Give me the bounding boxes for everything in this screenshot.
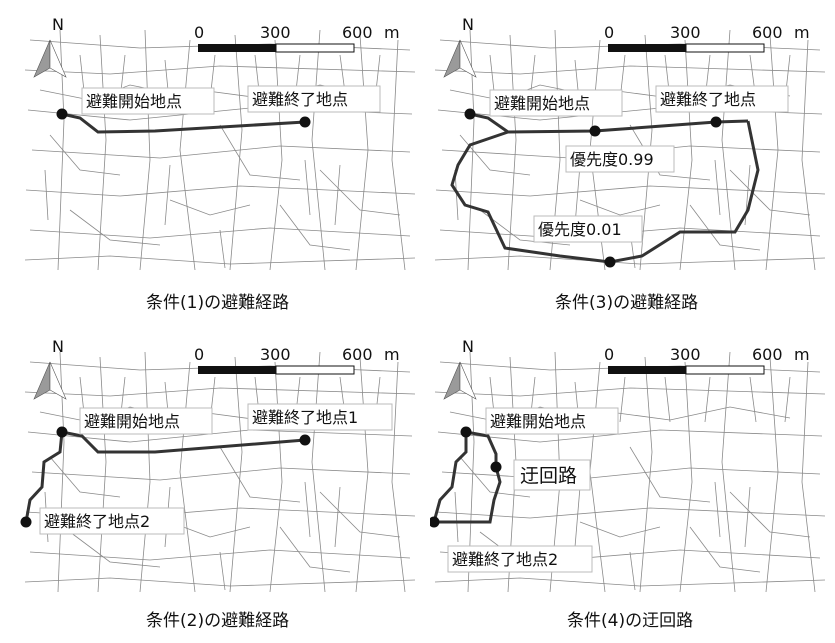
svg-text:600: 600 [752, 345, 783, 364]
svg-text:600: 600 [342, 345, 373, 364]
svg-text:m: m [794, 345, 810, 364]
scale-tick-300: 300 [260, 23, 291, 42]
map-panel-condition-3: N 0 300 600 m 避難開始地点 避難終了地点 優先度0.99 優先度0… [430, 0, 830, 300]
north-label: N [52, 15, 64, 34]
route-end-2 [24, 431, 64, 523]
svg-text:N: N [52, 337, 64, 356]
priority-low-label: 優先度0.01 [538, 220, 622, 239]
svg-text:0: 0 [604, 345, 614, 364]
map-panel-condition-1: N 0 300 600 m 避難開始地点 避難終了地点 [20, 0, 420, 300]
route-priority-high [469, 112, 749, 134]
scale-bar [197, 43, 355, 53]
caption-condition-2: 条件(2)の避難経路 [146, 611, 290, 631]
caption-condition-4: 条件(4)の迂回路 [567, 611, 694, 631]
start-label: 避難開始地点 [86, 92, 182, 111]
end-label: 避難終了地点 [252, 90, 348, 109]
scale-unit: m [384, 23, 400, 42]
map-panel-condition-2: N 0 300 600 m 避難開始地点 避難終了地点1 避難終了地点2 [20, 322, 420, 622]
route-end-1 [61, 430, 306, 454]
scale-tick-600: 600 [342, 23, 373, 42]
svg-text:0: 0 [194, 345, 204, 364]
svg-text:0: 0 [604, 23, 614, 42]
caption-condition-1: 条件(1)の避難経路 [146, 293, 290, 313]
route-priority-low [450, 120, 760, 264]
svg-text:m: m [384, 345, 400, 364]
start-label: 避難開始地点 [494, 94, 590, 113]
end-2-label: 避難終了地点2 [452, 550, 558, 569]
svg-text:N: N [462, 337, 474, 356]
start-label: 避難開始地点 [84, 412, 180, 431]
end-1-label: 避難終了地点1 [252, 408, 358, 427]
priority-high-label: 優先度0.99 [570, 150, 654, 169]
svg-text:m: m [794, 23, 810, 42]
svg-text:600: 600 [752, 23, 783, 42]
end-2-label: 避難終了地点2 [44, 512, 150, 531]
start-point [56, 108, 68, 120]
evacuation-route [61, 112, 306, 134]
start-label: 避難開始地点 [490, 412, 586, 431]
map-panel-condition-4: N 0 300 600 m 避難開始地点 迂回路 避難終了地点2 [430, 322, 830, 622]
end-point [299, 116, 311, 128]
scale-tick-0: 0 [194, 23, 204, 42]
svg-text:N: N [462, 15, 474, 34]
detour-label: 迂回路 [520, 465, 577, 487]
detour-route [432, 430, 502, 524]
svg-text:300: 300 [670, 345, 701, 364]
svg-text:300: 300 [670, 23, 701, 42]
end-label: 避難終了地点 [660, 90, 756, 109]
caption-condition-3: 条件(3)の避難経路 [555, 293, 699, 313]
svg-text:300: 300 [260, 345, 291, 364]
